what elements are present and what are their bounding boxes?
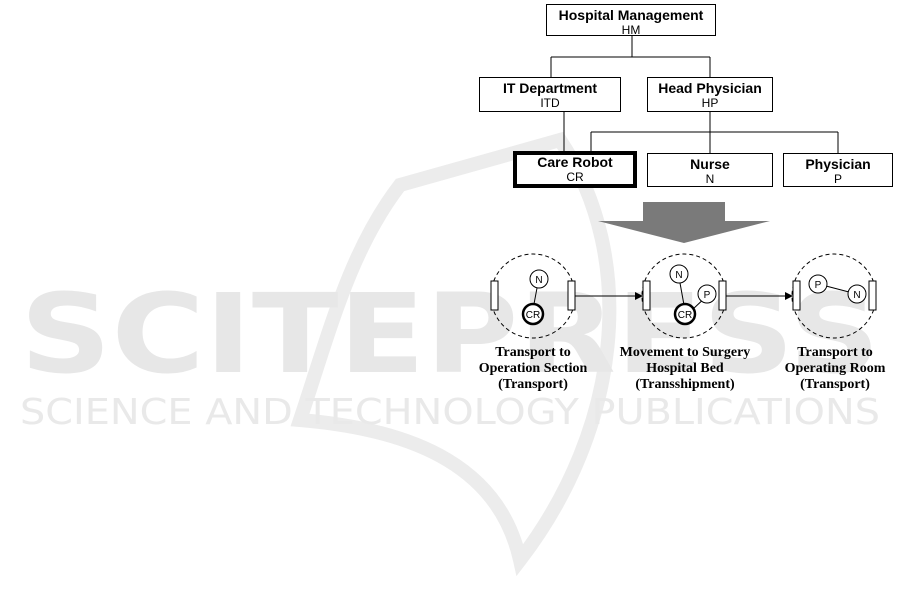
process-step-3: P N xyxy=(792,254,876,338)
caption-line: Operating Room xyxy=(745,361,901,377)
nurse-node-label: N xyxy=(535,275,542,286)
process-step-2: N P CR xyxy=(642,254,726,338)
process-step-3-caption: Transport to Operating Room (Transport) xyxy=(745,345,901,393)
process-step-1: N CR xyxy=(491,254,575,338)
input-port xyxy=(793,281,800,310)
output-port xyxy=(869,281,876,310)
input-port xyxy=(643,281,650,310)
nurse-node-label: N xyxy=(675,270,682,281)
caption-line: (Transport) xyxy=(745,377,901,393)
physician-node-label: P xyxy=(815,280,822,291)
care-robot-node-label: CR xyxy=(526,310,540,321)
physician-node-label: P xyxy=(704,290,711,301)
output-port xyxy=(719,281,726,310)
input-port xyxy=(491,281,498,310)
caption-line: Transport to xyxy=(745,345,901,361)
nurse-node-label: N xyxy=(853,290,860,301)
output-port xyxy=(568,281,575,310)
care-robot-node-label: CR xyxy=(678,310,692,321)
step-boundary-circle xyxy=(491,254,575,338)
